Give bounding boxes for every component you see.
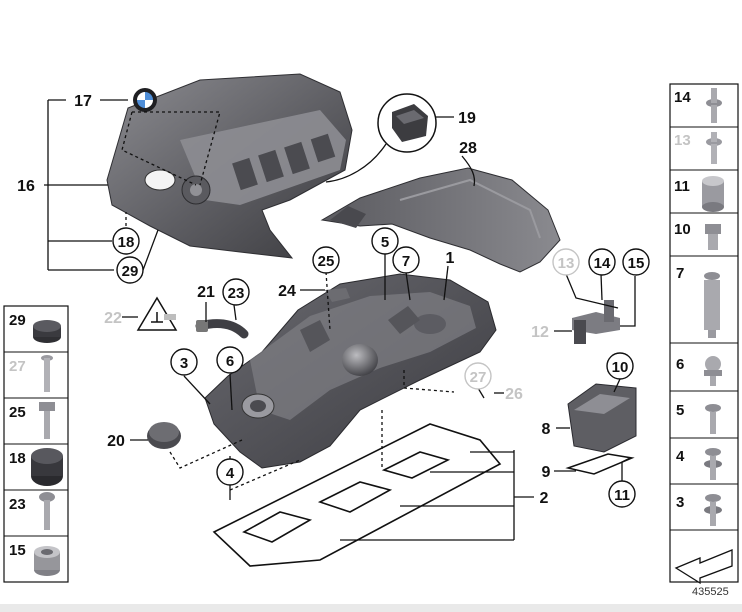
callout-14: 14 [594, 255, 611, 272]
left-parts-panel: 29 27 25 18 23 [3, 305, 69, 583]
callout-9: 9 [542, 464, 551, 481]
left-item-25: 25 [9, 402, 55, 439]
callout-17: 17 [74, 93, 92, 110]
svg-text:11: 11 [674, 178, 690, 195]
callout-circles [112, 227, 650, 508]
callout-15: 15 [628, 255, 645, 272]
svg-text:3: 3 [676, 494, 684, 511]
callout-29: 29 [122, 263, 139, 280]
right-parts-panel: 14 13 11 10 7 [669, 83, 739, 585]
right-item-13: 13 [674, 132, 722, 164]
left-item-29: 29 [9, 312, 61, 343]
leader-lines [44, 99, 636, 541]
svg-text:4: 4 [676, 448, 685, 465]
svg-text:10: 10 [674, 221, 691, 238]
heat-shield [320, 167, 561, 273]
left-item-18: 18 [9, 448, 63, 486]
warning-triangle [136, 296, 178, 331]
right-item-4: 4 [676, 448, 722, 480]
callout-25: 25 [318, 253, 335, 270]
svg-text:18: 18 [9, 450, 26, 467]
connector-inset [377, 93, 437, 153]
callout-12: 12 [531, 324, 549, 341]
callout-28: 28 [459, 140, 477, 157]
callout-10: 10 [612, 359, 629, 376]
bmw-emblem [133, 88, 157, 112]
callout-8: 8 [542, 421, 551, 438]
callout-4: 4 [226, 465, 235, 482]
callout-11: 11 [614, 487, 630, 504]
svg-text:7: 7 [676, 265, 684, 282]
left-item-15: 15 [9, 542, 60, 576]
callout-circles-muted [464, 248, 580, 390]
callout-6: 6 [226, 353, 234, 370]
right-item-5: 5 [676, 402, 721, 434]
svg-text:27: 27 [9, 358, 26, 375]
direction-arrow-icon [674, 549, 733, 585]
callout-20: 20 [107, 433, 125, 450]
svg-text:6: 6 [676, 356, 684, 373]
svg-text:14: 14 [674, 89, 691, 106]
callout-16: 16 [17, 178, 35, 195]
callout-24: 24 [278, 283, 296, 300]
callout-13: 13 [558, 255, 575, 272]
gasket-small [325, 288, 350, 302]
callout-5: 5 [381, 234, 389, 251]
callout-7: 7 [402, 253, 410, 270]
callout-26: 26 [505, 386, 523, 403]
callout-labels: 17 16 18 29 19 28 21 23 22 24 25 5 7 1 3… [17, 93, 644, 507]
callout-22: 22 [104, 310, 122, 327]
callout-23: 23 [228, 285, 245, 302]
gasket-separator [565, 453, 635, 475]
cylinder-head-cover [204, 273, 497, 469]
right-item-3: 3 [676, 494, 722, 526]
svg-text:29: 29 [9, 312, 26, 329]
document-number: 435525 [692, 586, 729, 598]
svg-text:13: 13 [674, 132, 691, 149]
svg-text:5: 5 [676, 402, 684, 419]
left-item-27: 27 [9, 355, 53, 392]
callout-3: 3 [180, 355, 188, 372]
callout-2: 2 [540, 490, 549, 507]
right-item-10: 10 [674, 221, 721, 250]
callout-27: 27 [470, 369, 487, 386]
engine-cover [106, 73, 353, 259]
callout-19: 19 [458, 110, 476, 127]
callout-21: 21 [197, 284, 215, 301]
footer-bar [0, 604, 742, 612]
svg-text:25: 25 [9, 404, 26, 421]
svg-text:15: 15 [9, 542, 26, 559]
sensor-bracket [572, 300, 620, 344]
callout-18: 18 [118, 234, 135, 251]
oil-filler-cap [147, 422, 181, 449]
right-item-6: 6 [676, 356, 722, 386]
callout-1: 1 [446, 250, 455, 267]
right-item-11: 11 [674, 176, 724, 212]
left-item-23: 23 [9, 492, 55, 530]
main-gasket [212, 423, 502, 567]
svg-text:23: 23 [9, 496, 26, 513]
breather-hose [195, 319, 249, 339]
right-item-14: 14 [674, 88, 722, 123]
right-item-7: 7 [676, 265, 720, 338]
oil-separator [567, 383, 637, 453]
